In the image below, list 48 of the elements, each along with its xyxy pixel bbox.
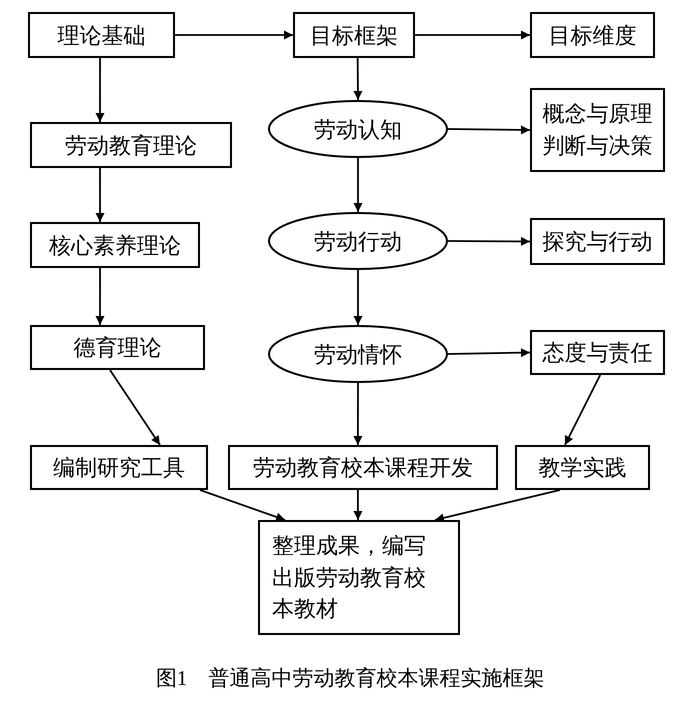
result-box <box>258 520 460 635</box>
process-box <box>228 445 498 490</box>
node-label: 劳动教育校本课程开发 <box>253 454 473 482</box>
process-box <box>293 12 415 58</box>
arrow <box>175 30 293 40</box>
arrow <box>448 348 530 358</box>
process-box <box>30 445 208 490</box>
arrow <box>354 158 362 212</box>
arrow <box>200 489 286 522</box>
arrow <box>434 489 560 522</box>
node-label: 目标框架 <box>310 22 398 50</box>
node-label: 探究与行动 <box>542 228 652 256</box>
process-box <box>30 222 200 268</box>
arrow <box>353 490 362 520</box>
arrow <box>109 370 161 446</box>
node-label: 教学实践 <box>538 454 626 482</box>
process-box <box>30 325 205 370</box>
process-box <box>530 330 665 375</box>
node-label: 编制研究工具 <box>53 454 185 482</box>
arrow <box>564 374 601 446</box>
node-label: 核心素养理论 <box>49 232 181 260</box>
node-label: 目标维度 <box>548 22 636 50</box>
process-box <box>530 218 665 265</box>
node-label: 理论基础 <box>58 22 146 50</box>
process-box <box>515 445 650 490</box>
node-label: 整理成果，编写出版劳动教育校本教材 <box>271 532 427 624</box>
node-label: 劳动教育理论 <box>65 132 197 160</box>
node-label: 劳动认知 <box>314 116 402 144</box>
arrow <box>448 125 530 134</box>
arrow <box>415 30 530 40</box>
process-box <box>530 12 655 58</box>
figure-caption: 图1 普通高中劳动教育校本课程实施框架 <box>154 665 546 692</box>
process-box <box>530 88 665 172</box>
process-box <box>30 122 232 168</box>
node-label: 德育理论 <box>74 334 162 362</box>
arrow <box>353 383 362 445</box>
arrow <box>96 58 104 122</box>
arrow <box>353 58 362 100</box>
node-label: 态度与责任 <box>542 339 652 367</box>
process-box <box>28 12 175 58</box>
node-label: 判断与决策 <box>542 132 652 160</box>
arrow <box>96 168 105 222</box>
arrow <box>448 236 530 246</box>
node-label: 概念与原理 <box>542 100 652 128</box>
arrow <box>354 270 362 325</box>
node-label: 劳动情怀 <box>314 340 402 368</box>
node-label: 劳动行动 <box>314 228 402 256</box>
arrow <box>96 268 104 325</box>
